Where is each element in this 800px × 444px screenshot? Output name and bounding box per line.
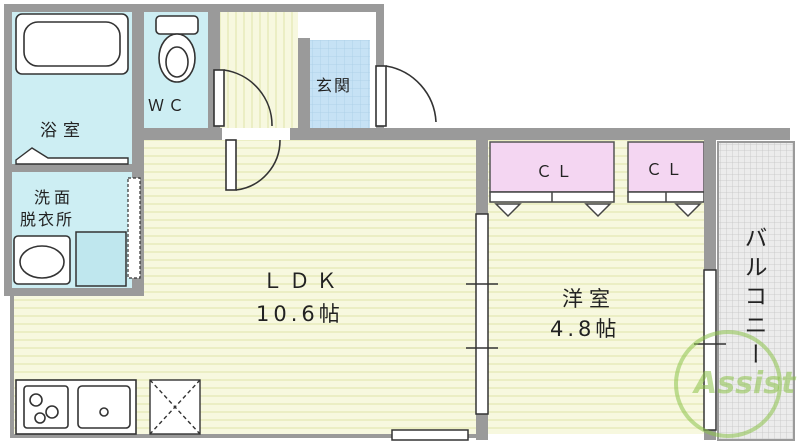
balcony-window — [703, 269, 717, 431]
watermark-logo — [674, 330, 782, 438]
closet2-area — [627, 141, 705, 193]
closet2-label: ＣＬ — [646, 160, 687, 179]
western-room-name-label: 洋室 — [562, 287, 616, 311]
closet-doors — [489, 191, 705, 218]
closet1-label: ＣＬ — [536, 162, 577, 181]
washroom-label-2: 脱衣所 — [20, 210, 75, 229]
doors — [213, 65, 437, 191]
bathtub — [15, 13, 129, 75]
ldk-name-label: ＬＤＫ — [262, 269, 343, 293]
balcony-label: バルコニー — [740, 226, 766, 371]
bath-step — [15, 147, 129, 165]
shelf — [127, 177, 141, 279]
western-room-size-label: 4.8帖 — [550, 317, 621, 341]
ldk-floor — [12, 140, 476, 434]
ldk-size-label: 10.6帖 — [256, 302, 344, 326]
washroom-label-1: 洗面 — [34, 188, 75, 207]
kitchen-counter — [15, 379, 137, 435]
hallway-floor — [220, 12, 298, 128]
bath-label: 浴室 — [40, 121, 86, 141]
washing-machine — [75, 231, 127, 287]
wash-basin — [13, 235, 71, 285]
ldk-outline — [10, 296, 476, 438]
ldk-sliding-door — [475, 213, 489, 415]
entrance-floor — [310, 40, 370, 128]
ldk-window — [391, 429, 469, 441]
entrance-label: 玄関 — [316, 76, 353, 95]
refrigerator-space — [149, 379, 201, 435]
watermark-text: Assist — [694, 366, 796, 401]
wc-label: ＷＣ — [148, 96, 189, 115]
toilet — [155, 15, 199, 83]
